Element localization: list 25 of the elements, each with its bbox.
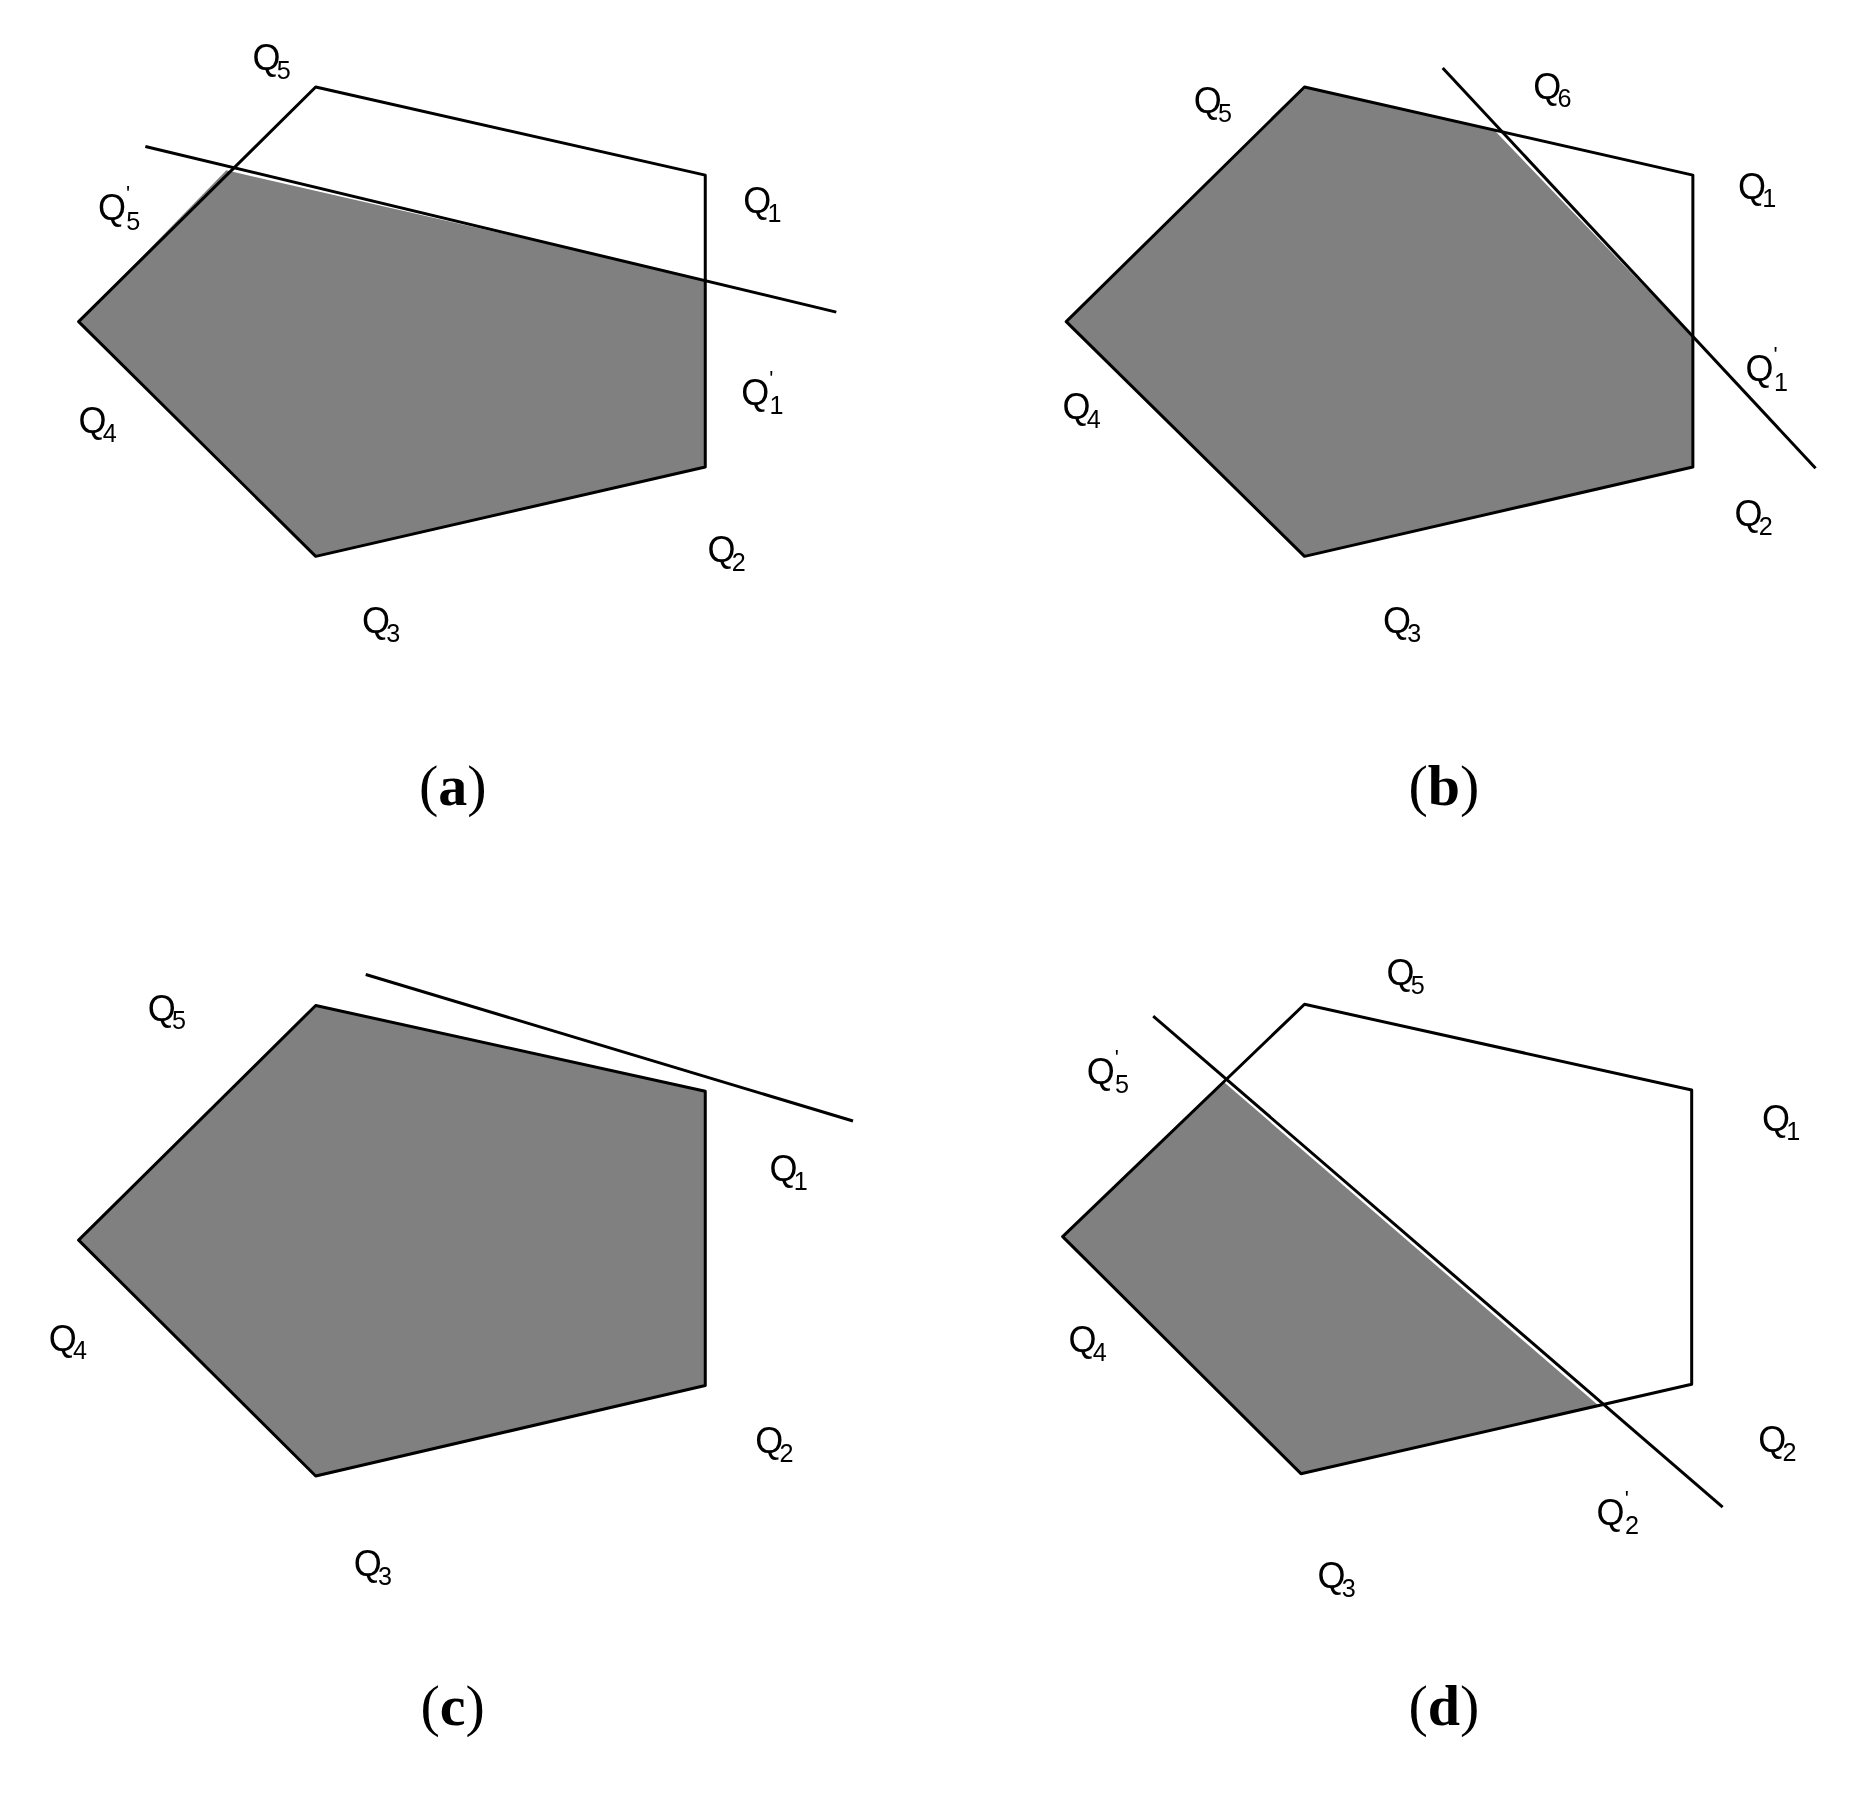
vertex-label: Q$_{5}$ [1386,955,1425,999]
vertex-label: Q$_{3}$ [353,1546,392,1590]
vertex-label: Q$_{6}$ [1533,69,1572,113]
vertex-label: Q$_{2}$ [755,1423,794,1467]
panel-caption: (a) [418,757,487,816]
vertex-label: Q$_{1}$ [743,183,782,227]
vertex-label: Q$_{4}$ [1062,389,1101,433]
vertex-label: Q$_{4}$ [48,1321,87,1365]
vertex-label: Q$_{3}$ [362,603,401,647]
vertex-label: Q$_{5}$ [147,991,186,1035]
vertex-label: Q$_{3}$ [1317,1558,1356,1602]
vertex-label: Q$_{2}$ [1734,496,1773,540]
vertex-label: Q$_{5}$ [1193,83,1232,127]
panel-caption: (d) [1408,1676,1480,1735]
vertex-label: Q$_{1}$ [1738,169,1777,213]
vertex-label: Q$_{3}$ [1383,603,1422,647]
vertex-label: Q$_{4}$ [1068,1322,1107,1366]
panel-caption: (b) [1408,757,1480,816]
vertex-label: Q$_{1}$ [769,1151,808,1195]
vertex-label: Q$_{4}$ [78,403,117,447]
vertex-label: Q$_{1}$ [1761,1101,1801,1145]
vertex-label: Q$_{2}$ [1758,1422,1797,1466]
vertex-label: Q$_{2}$ [707,532,746,576]
vertex-label: Q$_{5}$ [252,40,291,84]
panel-caption: (c) [420,1676,485,1735]
